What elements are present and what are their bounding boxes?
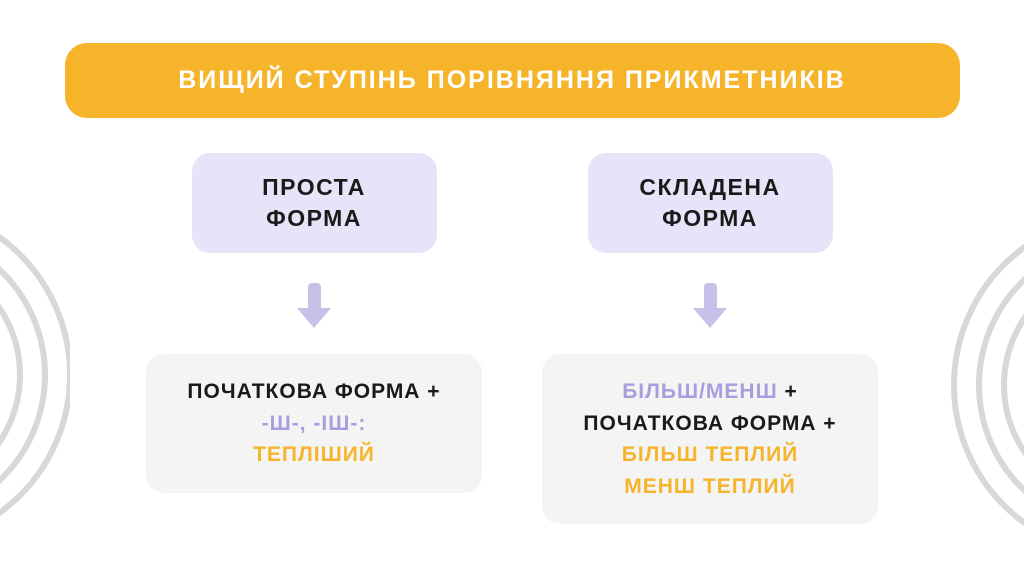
page-title: ВИЩИЙ СТУПІНЬ ПОРІВНЯННЯ ПРИКМЕТНИКІВ: [178, 66, 846, 94]
compound-form-rule-line1-suffix: +: [777, 380, 798, 403]
simple-form-rule-box: ПОЧАТКОВА ФОРМА + -Ш-, -ІШ-: ТЕПЛІШИЙ: [146, 354, 482, 493]
compound-form-rule-box: БІЛЬШ/МЕНШ + ПОЧАТКОВА ФОРМА + БІЛЬШ ТЕП…: [542, 354, 878, 524]
simple-form-rule-line2: -Ш-, -ІШ-:: [261, 411, 367, 435]
compound-form-example-line2: МЕНШ ТЕПЛИЙ: [624, 474, 796, 498]
simple-form-header-line2: ФОРМА: [266, 205, 362, 231]
compound-form-rule-line2: ПОЧАТКОВА ФОРМА +: [583, 411, 837, 435]
columns-row: ПРОСТА ФОРМА ПОЧАТКОВА ФОРМА + -Ш-, -ІШ-…: [0, 153, 1024, 524]
compound-form-header-box: СКЛАДЕНА ФОРМА: [587, 153, 833, 253]
column-compound-form: СКЛАДЕНА ФОРМА БІЛЬШ/МЕНШ + ПОЧАТКОВА ФО…: [542, 153, 878, 524]
down-arrow-icon: [693, 283, 727, 328]
simple-form-example: ТЕПЛІШИЙ: [253, 443, 375, 466]
simple-form-header-box: ПРОСТА ФОРМА: [191, 153, 437, 253]
compound-form-rule-line1: БІЛЬШ/МЕНШ +: [550, 376, 870, 408]
down-arrow-icon: [297, 283, 331, 328]
down-arrow-stem: [307, 283, 321, 308]
simple-form-header-line1: ПРОСТА: [262, 173, 366, 200]
compound-form-rule-line1-highlight: БІЛЬШ/МЕНШ: [622, 380, 778, 403]
compound-form-header-line1: СКЛАДЕНА: [639, 173, 781, 200]
compound-form-header-line2: ФОРМА: [662, 205, 758, 231]
title-banner: ВИЩИЙ СТУПІНЬ ПОРІВНЯННЯ ПРИКМЕТНИКІВ: [64, 43, 960, 118]
down-arrow-stem: [703, 283, 717, 308]
down-arrow-head: [297, 308, 331, 328]
simple-form-rule-line1: ПОЧАТКОВА ФОРМА +: [187, 380, 441, 403]
column-simple-form: ПРОСТА ФОРМА ПОЧАТКОВА ФОРМА + -Ш-, -ІШ-…: [146, 153, 482, 524]
down-arrow-head: [693, 308, 727, 328]
compound-form-example-line1: БІЛЬШ ТЕПЛИЙ: [621, 443, 799, 466]
